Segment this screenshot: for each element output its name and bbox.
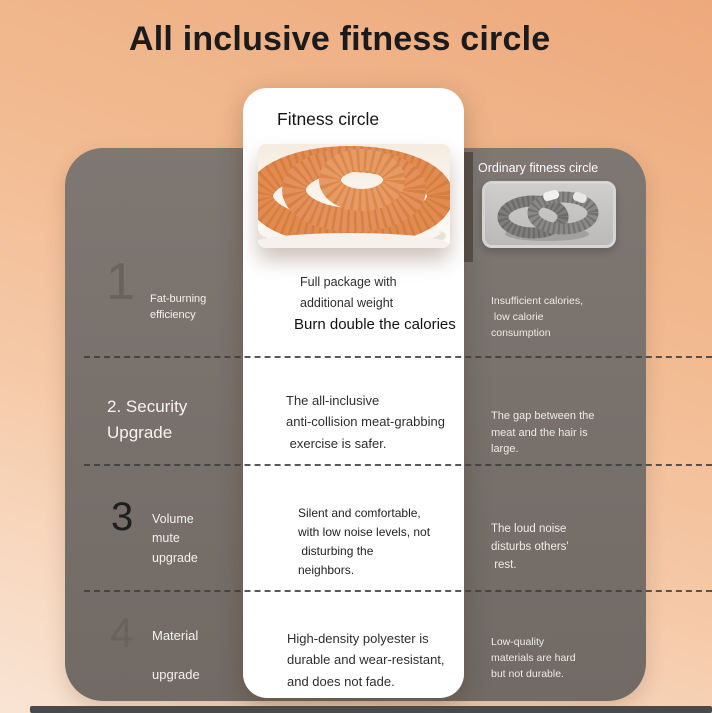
ordinary-section-label: Ordinary fitness circle: [478, 161, 599, 175]
row-1-product-benefit: Full package with additional weight: [300, 275, 397, 311]
row-divider-3: [84, 590, 712, 592]
row-3-ordinary-drawback: The loud noise disturbs others' rest.: [491, 523, 569, 571]
row-4-feature-label: Material upgrade: [152, 628, 200, 682]
row-2-feature-label: 2. Security Upgrade: [107, 397, 188, 442]
bottom-bar: [30, 706, 712, 713]
row-divider-1: [84, 356, 712, 358]
card-shadow: [464, 152, 473, 262]
row-3-number: 3: [111, 495, 134, 539]
row-divider-2: [84, 464, 712, 466]
row-3-feature-label: Volume mute upgrade: [152, 512, 198, 565]
row-4-ordinary-drawback: Low-quality materials are hard but not d…: [491, 636, 576, 680]
page-title: All inclusive fitness circle: [129, 20, 551, 58]
row-3-product-benefit: Silent and comfortable, with low noise l…: [298, 506, 431, 577]
grey-coil-image: [485, 184, 613, 245]
row-1-feature-label: Fat-burning efficiency: [150, 293, 207, 321]
row-1-number: 1: [106, 253, 135, 311]
row-4-number: 4: [110, 609, 134, 656]
row-1-product-emphasis: Burn double the calories: [294, 316, 456, 333]
product-card-title: Fitness circle: [277, 109, 380, 129]
product-photo: [258, 144, 450, 248]
row-2-product-benefit: The all-inclusive anti-collision meat-gr…: [286, 393, 445, 451]
row-1-ordinary-drawback: Insufficient calories, low calorie consu…: [491, 295, 584, 339]
row-2-ordinary-drawback: The gap between the meat and the hair is…: [491, 410, 595, 455]
orange-coil-image: [258, 144, 450, 248]
ordinary-photo: [482, 181, 616, 248]
row-4-product-benefit: High-density polyester is durable and we…: [287, 631, 445, 689]
